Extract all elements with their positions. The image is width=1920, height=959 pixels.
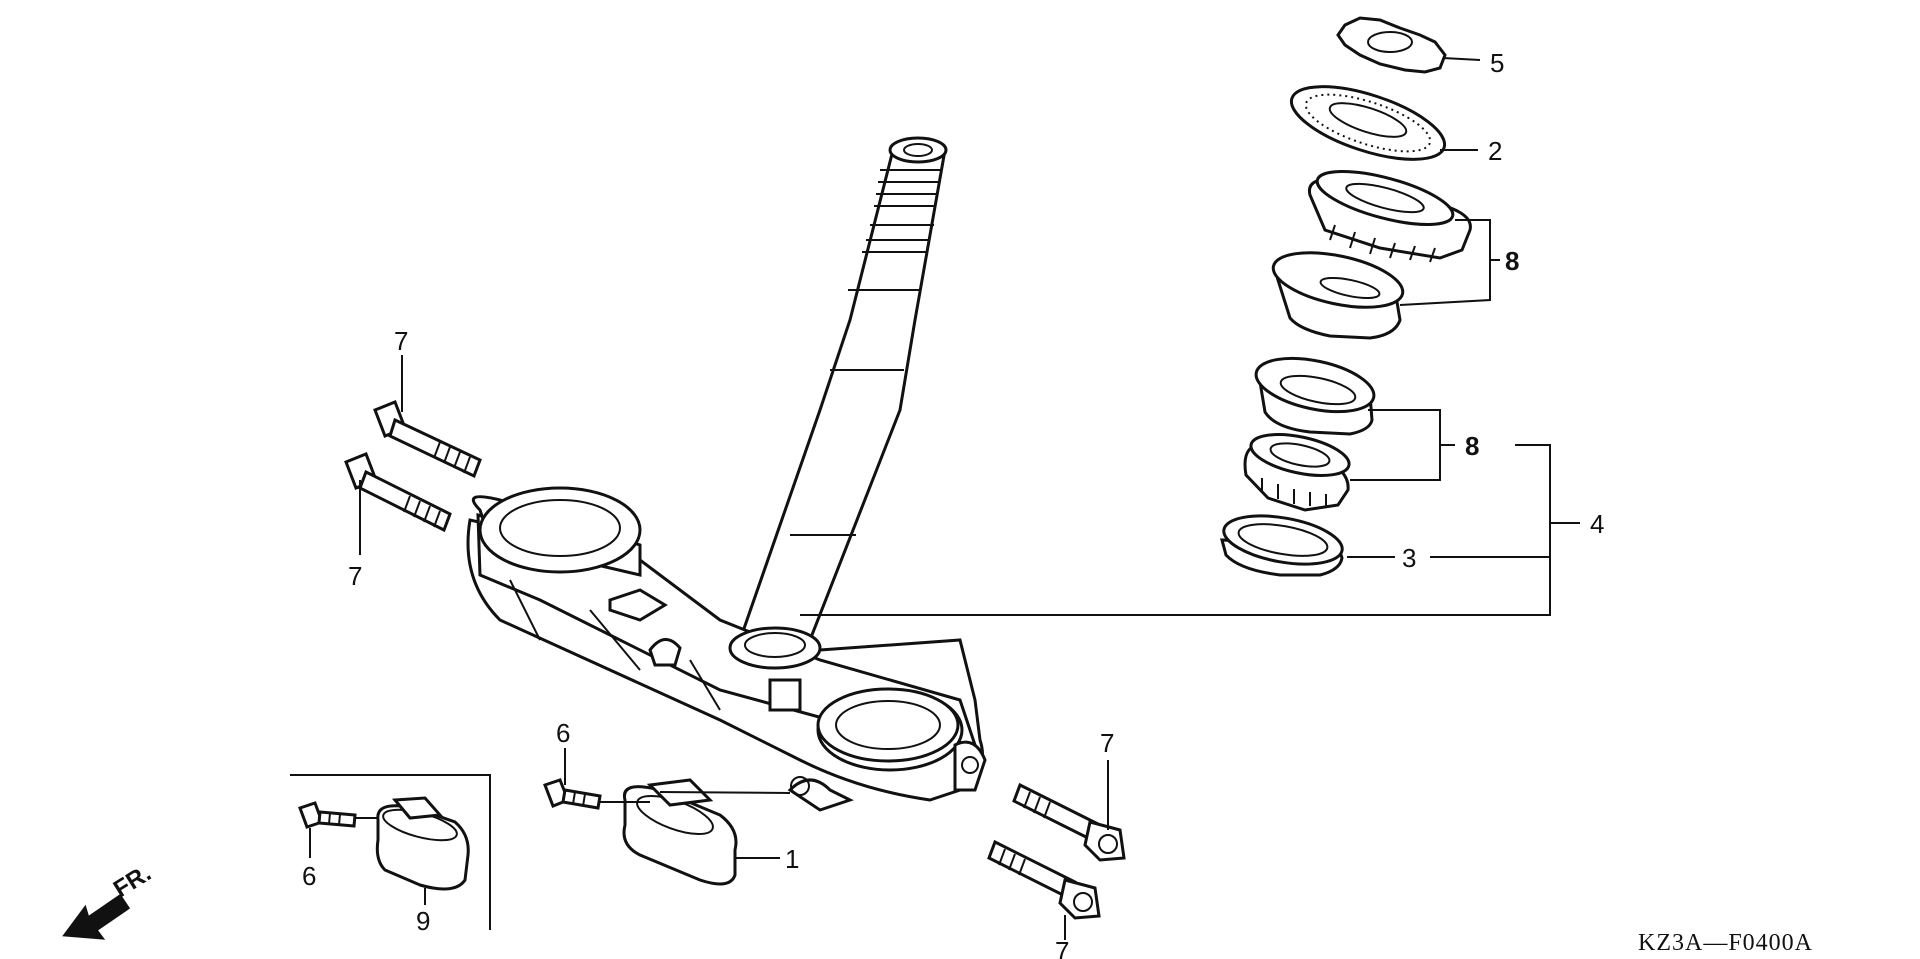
lower-triple-clamp — [466, 486, 987, 812]
callout-7-right-lower: 7 — [1055, 936, 1069, 959]
cable-clamp — [622, 778, 738, 886]
inset-bolt — [298, 801, 357, 829]
callout-4: 4 — [1590, 509, 1604, 539]
leader-lines — [309, 57, 1580, 940]
front-direction-label: FR. — [109, 860, 156, 903]
steering-stem-shaft — [737, 136, 948, 642]
callout-9: 9 — [416, 906, 430, 936]
dust-seal-upper — [1289, 85, 1447, 161]
bolt-lower-right-1 — [1012, 782, 1126, 862]
callout-3: 3 — [1402, 543, 1416, 573]
callout-5: 5 — [1490, 48, 1504, 78]
dust-seal-lower — [1220, 514, 1344, 577]
callout-7-upper-left: 7 — [394, 326, 408, 356]
bolt-lower-right-2 — [987, 839, 1101, 920]
callout-7-mid-left: 7 — [348, 561, 362, 591]
figure-code: KZ3A—F0400A — [1638, 930, 1813, 956]
inset-clamp — [375, 796, 470, 891]
callout-1: 1 — [785, 844, 799, 874]
callout-8-lower: 8 — [1465, 431, 1479, 461]
callout-8-upper: 8 — [1505, 246, 1519, 276]
steering-stem-assembly — [466, 136, 987, 812]
bolt-upper-left-1 — [373, 400, 482, 479]
callout-7-right-upper: 7 — [1100, 728, 1114, 758]
bolt-center-small — [543, 778, 602, 810]
lock-nut — [1336, 16, 1447, 74]
front-direction-arrow: FR. — [62, 860, 156, 940]
bolt-upper-left-2 — [344, 452, 452, 533]
callout-2: 2 — [1488, 136, 1502, 166]
upper-race — [1271, 251, 1405, 340]
callout-6-center: 6 — [556, 718, 570, 748]
upper-bearing — [1307, 170, 1472, 263]
inset-box — [290, 774, 491, 930]
lower-race — [1254, 356, 1376, 436]
lower-bearing — [1243, 433, 1351, 512]
callout-6-inset: 6 — [302, 861, 316, 891]
